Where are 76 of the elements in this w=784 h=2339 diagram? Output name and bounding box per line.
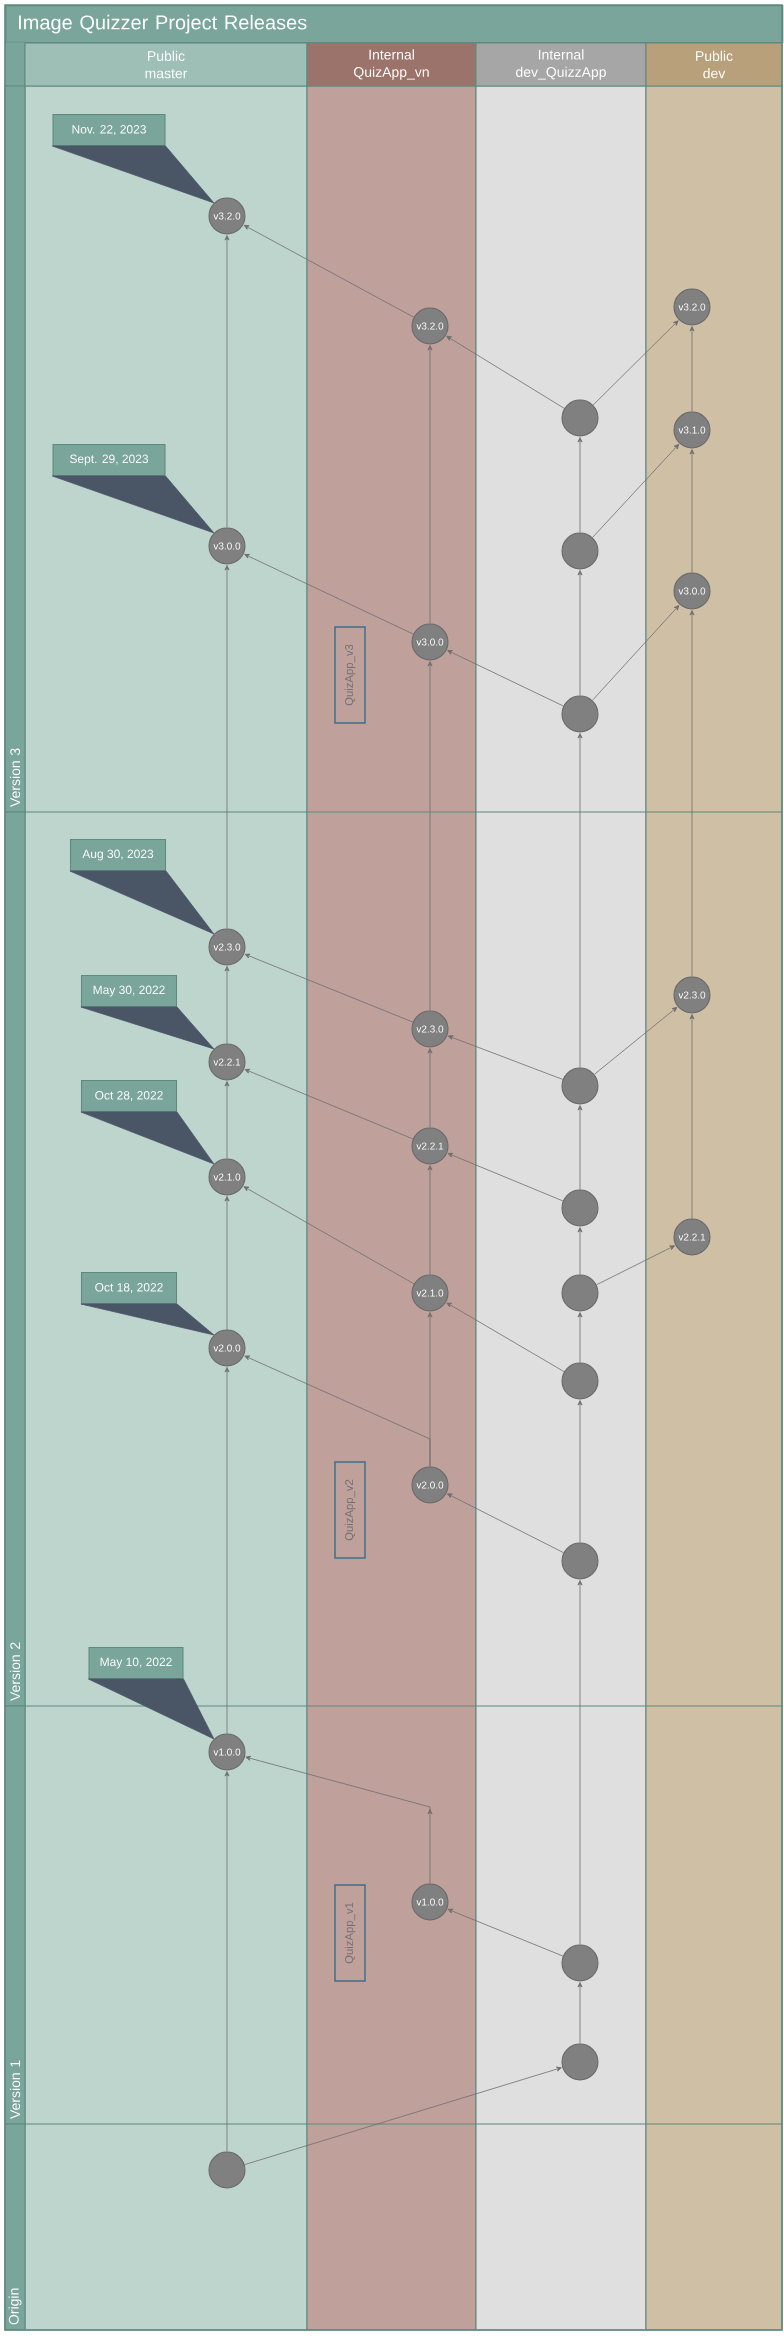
arrow xyxy=(592,443,680,538)
arrow xyxy=(577,1105,583,1190)
leader-line xyxy=(80,1111,215,1165)
arrow xyxy=(592,605,680,701)
arrow xyxy=(577,570,583,696)
date-callout: Sept. 29, 2023 xyxy=(52,444,166,477)
commit-circle xyxy=(561,399,599,437)
branch-tag: QuizApp_v1 xyxy=(334,1884,366,1982)
arrow xyxy=(596,1245,675,1286)
arrow xyxy=(243,1186,415,1285)
leader-line xyxy=(88,1678,215,1740)
arrow xyxy=(577,437,583,533)
arrow xyxy=(592,320,679,406)
date-callout: Oct 28, 2022 xyxy=(80,1080,178,1113)
arrow xyxy=(577,1400,583,1543)
arrow xyxy=(245,1755,433,1884)
branch-tag: QuizApp_v3 xyxy=(334,626,366,724)
arrow xyxy=(244,953,414,1023)
leader-line xyxy=(52,475,215,534)
lane-header: Public dev xyxy=(645,42,783,87)
commit-circle xyxy=(561,2043,599,2081)
arrow xyxy=(224,235,230,528)
arrow xyxy=(689,610,695,977)
arrow xyxy=(689,449,695,573)
date-callout: Aug 30, 2023 xyxy=(69,839,167,872)
leader-line xyxy=(52,145,215,204)
commit-circle xyxy=(561,1362,599,1400)
arrow xyxy=(244,2066,562,2165)
commit-circle xyxy=(561,1067,599,1105)
arrow xyxy=(447,1908,564,1957)
date-callout: Nov. 22, 2023 xyxy=(52,114,166,147)
arrow xyxy=(244,1355,431,1467)
arrow xyxy=(427,1165,433,1275)
arrow xyxy=(689,326,695,412)
date-callout: May 30, 2022 xyxy=(80,975,178,1008)
arrow xyxy=(577,1312,583,1363)
commit-circle xyxy=(561,695,599,733)
commit-circle xyxy=(208,2151,246,2189)
date-callout: May 10, 2022 xyxy=(88,1647,184,1680)
arrow xyxy=(243,224,415,318)
arrow xyxy=(244,1068,414,1140)
commit-circle xyxy=(561,1189,599,1227)
date-callout: Oct 18, 2022 xyxy=(80,1272,178,1305)
leader-line xyxy=(69,870,215,935)
commit-circle xyxy=(561,1944,599,1982)
arrow xyxy=(689,1014,695,1219)
lane-header: Internal QuizApp_vn xyxy=(306,42,477,87)
leader-line xyxy=(80,1006,215,1050)
commit-circle xyxy=(561,1274,599,1312)
arrow xyxy=(224,966,230,1044)
arrow xyxy=(427,345,433,624)
row-header: Origin xyxy=(4,2123,26,2331)
arrow xyxy=(224,1081,230,1159)
arrow xyxy=(224,1367,230,1734)
arrow xyxy=(446,1302,565,1373)
branch-tag: QuizApp_v2 xyxy=(334,1461,366,1559)
arrow xyxy=(224,1771,230,2152)
arrow xyxy=(447,1152,564,1202)
arrow xyxy=(577,733,583,1068)
lane-header: Internal dev_QuizzApp xyxy=(475,42,647,87)
lane-header: Public master xyxy=(24,42,308,87)
arrow xyxy=(224,565,230,929)
arrow xyxy=(224,1196,230,1330)
arrow xyxy=(577,1227,583,1275)
arrow xyxy=(447,650,564,707)
arrow xyxy=(447,1493,564,1554)
arrow xyxy=(244,553,414,635)
arrow xyxy=(577,1580,583,1945)
arrow xyxy=(427,661,433,1011)
arrow xyxy=(446,335,565,409)
arrow xyxy=(427,1048,433,1128)
commit-circle xyxy=(561,532,599,570)
arrow xyxy=(577,1982,583,2044)
commit-circle xyxy=(561,1542,599,1580)
arrow xyxy=(594,1006,678,1075)
arrow xyxy=(447,1035,564,1080)
